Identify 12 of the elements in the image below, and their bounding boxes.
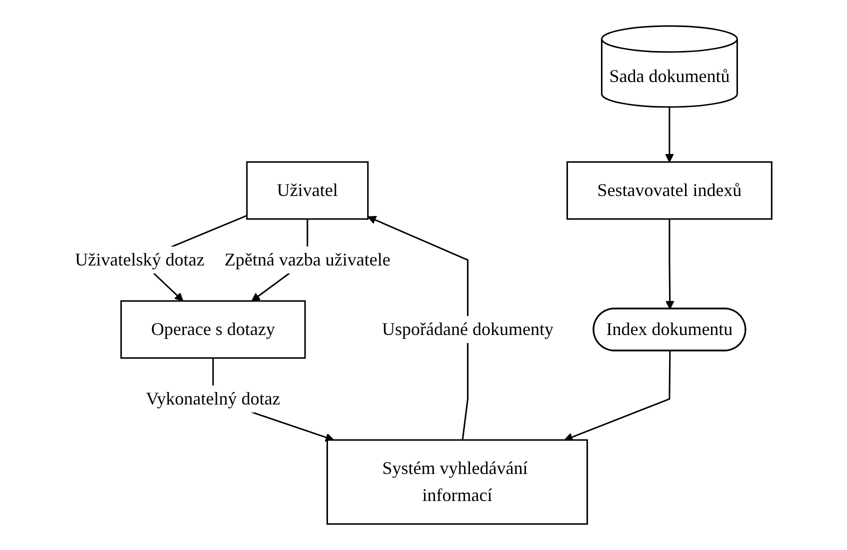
arrow xyxy=(368,216,469,440)
edge-label: Uživatelský dotaz xyxy=(75,250,205,270)
arrow xyxy=(665,107,674,162)
node-box: Uživatel xyxy=(246,161,369,220)
arrow xyxy=(564,351,671,442)
arrow xyxy=(666,219,674,310)
node-box: Systém vyhledávání informací xyxy=(326,439,588,525)
node-box: Operace s dotazy xyxy=(120,300,306,359)
edge-label: Vykonatelný dotaz xyxy=(146,388,280,408)
edge-label: Zpětná vazba uživatele xyxy=(224,250,391,270)
node-box: Sestavovatel indexů xyxy=(566,161,773,220)
edge-label: Uspořádané dokumenty xyxy=(382,319,554,340)
